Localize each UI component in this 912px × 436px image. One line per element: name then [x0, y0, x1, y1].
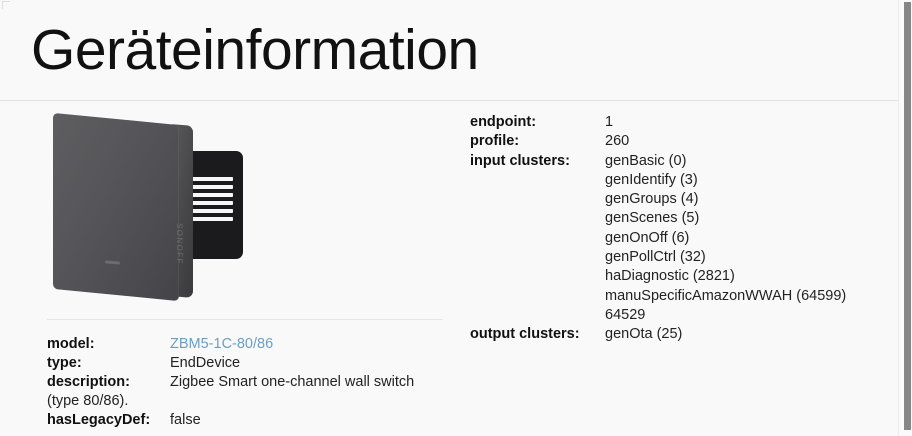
endpoint-value: 1 [605, 114, 614, 130]
detail-label-haslegacydef: hasLegacyDef: [47, 412, 151, 428]
left-column: SONOFF model: ZBM5-1C-80/86 type: EndDev… [0, 101, 460, 436]
corner-mark [2, 1, 10, 9]
input-clusters-value: genBasic (0) genIdentify (3) genGroups (4)… [605, 152, 890, 326]
page-content: SONOFF model: ZBM5-1C-80/86 type: EndDev… [0, 101, 898, 436]
detail-label-description: description: [47, 374, 130, 390]
endpoint-label: endpoint: [470, 114, 537, 130]
cluster-item: 64529 [605, 306, 646, 323]
device-image: SONOFF [47, 112, 262, 305]
cluster-item: genOta (25) [605, 326, 683, 343]
endpoint-detail-list: endpoint: 1 profile: 260 input clusters:… [470, 113, 890, 345]
detail-label-model: model: [47, 336, 95, 352]
device-back-module [187, 151, 243, 259]
device-vents [189, 177, 233, 229]
input-clusters-label: input clusters: [470, 152, 570, 169]
detail-value-description: Zigbee Smart one-channel wall switch [170, 374, 415, 390]
detail-row-description: description: Zigbee Smart one-channel wa… [47, 373, 447, 392]
cluster-item: haDiagnostic (2821) [605, 268, 735, 285]
cluster-item: genGroups (4) [605, 191, 699, 208]
detail-description-continuation: (type 80/86). [47, 393, 129, 409]
detail-value-type: EndDevice [170, 355, 241, 371]
profile-label: profile: [470, 133, 520, 150]
detail-label-type: type: [47, 355, 82, 371]
detail-row-model: model: ZBM5-1C-80/86 [47, 335, 447, 354]
output-clusters-row: output clusters: genOta (25) [470, 325, 890, 344]
output-clusters-value: genOta (25) [605, 325, 890, 344]
cluster-item: genIdentify (3) [605, 171, 698, 188]
detail-value-model[interactable]: ZBM5-1C-80/86 [170, 336, 274, 352]
detail-row-haslegacydef: hasLegacyDef: false [47, 411, 447, 430]
page-title: Geräteinformation [31, 18, 479, 82]
profile-value: 260 [605, 133, 630, 150]
device-detail-list: model: ZBM5-1C-80/86 type: EndDevice des… [47, 335, 447, 430]
profile-row: profile: 260 [470, 132, 890, 151]
endpoint-row: endpoint: 1 [470, 113, 890, 132]
scrollbar-thumb[interactable] [904, 2, 911, 430]
cluster-item: genScenes (5) [605, 210, 700, 227]
detail-value-haslegacydef: false [170, 412, 201, 428]
cluster-item: genPollCtrl (32) [605, 249, 706, 266]
output-clusters-label: output clusters: [470, 326, 580, 343]
page-header: Geräteinformation [0, 0, 898, 101]
vertical-scrollbar[interactable] [898, 0, 912, 436]
cluster-item: genBasic (0) [605, 152, 687, 169]
input-clusters-row: input clusters: genBasic (0) genIdentify … [470, 152, 890, 326]
cluster-item: manuSpecificAmazonWWAH (64599) [605, 287, 847, 304]
right-column: endpoint: 1 profile: 260 input clusters:… [460, 101, 898, 436]
cluster-item: genOnOff (6) [605, 229, 690, 246]
left-divider [47, 319, 443, 320]
device-faceplate [53, 112, 179, 302]
device-brand-label: SONOFF [175, 222, 184, 266]
detail-row-type: type: EndDevice [47, 354, 447, 373]
